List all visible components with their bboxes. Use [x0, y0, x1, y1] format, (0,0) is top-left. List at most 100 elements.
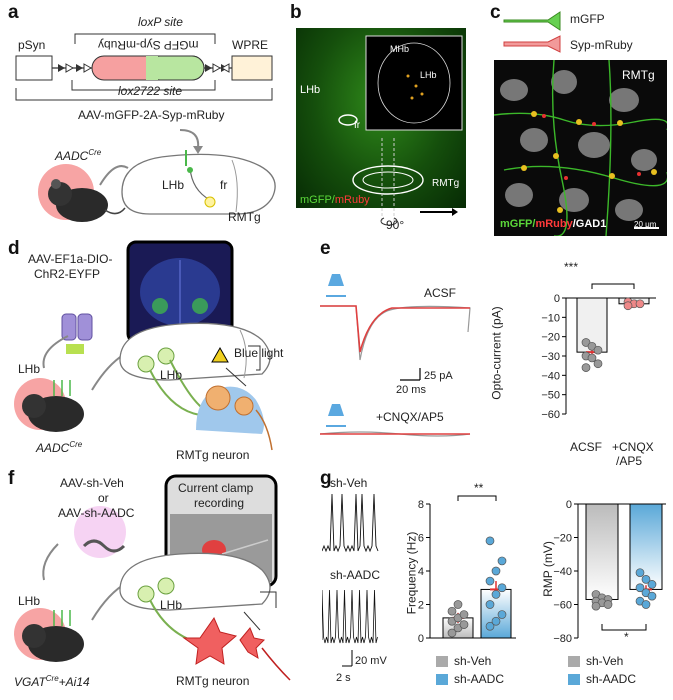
panel-label-a: a: [8, 2, 19, 23]
panel-label-d: d: [8, 238, 20, 259]
freq-ylabel: Frequency (Hz): [404, 531, 419, 615]
blue-light-label: Blue light: [234, 346, 284, 360]
e-traces: [320, 274, 471, 437]
data-point: [497, 610, 507, 619]
d-mouse-label: AADCCre: [36, 440, 83, 455]
data-point: [641, 600, 651, 609]
panel-label-f: f: [8, 468, 15, 489]
data-point: [641, 575, 651, 584]
lox2722-label: lox2722 site: [118, 84, 183, 98]
data-point: [603, 600, 613, 609]
y-tick-label: 0: [554, 293, 560, 305]
data-point: [453, 600, 463, 609]
f-neuron-label: RMTg neuron: [176, 674, 250, 688]
data-point: [491, 566, 501, 576]
y-tick-label: −50: [541, 390, 560, 402]
y-tick-label: 0: [566, 499, 572, 511]
data-point: [447, 606, 457, 616]
b-legend: mGFP/mRuby: [300, 194, 370, 206]
e-scale-ms: 20 ms: [396, 384, 426, 396]
rmtg-label: RMTg: [228, 210, 261, 224]
data-point: [497, 556, 507, 566]
y-tick-label: 6: [418, 533, 424, 545]
y-tick-label: −20: [553, 533, 572, 545]
f-lhb-left: LHb: [18, 594, 41, 608]
b-fr-label: fr: [354, 120, 361, 131]
data-point: [635, 583, 645, 593]
c-scale-label: 20 μm: [634, 220, 657, 229]
f-lhb-brain: LHb: [160, 598, 183, 612]
data-point: [591, 601, 601, 611]
y-tick-label: −10: [541, 312, 560, 324]
data-point: [593, 345, 603, 355]
y-tick-label: −60: [541, 409, 560, 421]
data-point: [491, 616, 501, 626]
psyn-label: pSyn: [18, 38, 46, 52]
f-virus2: AAV-sh-AADC: [58, 506, 135, 520]
d-lhb-brain: LHb: [160, 368, 183, 382]
mouse-label: AADCCre: [55, 148, 102, 163]
g-voltage-traces: [322, 493, 379, 667]
f-clamp1: Current clamp: [178, 481, 254, 495]
g-scale-s: 2 s: [336, 672, 351, 684]
data-point: [459, 610, 469, 619]
significance-bracket: [591, 283, 635, 289]
g-legend-aadc-2: sh-AADC: [586, 672, 637, 686]
g-legend-aadc-swatch-2: [568, 674, 580, 685]
data-point: [593, 359, 603, 369]
bar-sh-veh: [585, 503, 619, 600]
opto-current-chart: 0 −10 −20 −30 −40 −50 −60: [541, 283, 656, 421]
e-xcat-acsf: ACSF: [570, 440, 603, 454]
optogenetics-diagram: [14, 240, 273, 451]
trace-sh-aadc: [322, 589, 378, 644]
f-mouse-label: VGATCre+Ai14: [14, 674, 90, 689]
y-tick-label: −40: [541, 370, 560, 382]
g-legend-aadc-1: sh-AADC: [454, 672, 505, 686]
y-tick-label: −40: [553, 566, 572, 578]
panel-label-e: e: [320, 238, 331, 259]
knockdown-diagram: [14, 474, 291, 681]
b-rmtg-label: RMTg: [432, 178, 460, 189]
y-tick-label: 2: [418, 600, 424, 612]
wpre-label: WPRE: [232, 38, 268, 52]
y-tick-label: −30: [541, 351, 560, 363]
freq-sig: **: [474, 481, 484, 495]
g-legend-veh-swatch-1: [436, 656, 448, 667]
data-point: [447, 628, 457, 638]
d-virus-line1: AAV-EF1a-DIO-: [28, 252, 113, 266]
data-point: [491, 590, 501, 599]
y-tick-label: −80: [553, 633, 572, 645]
e-xcat-cnqx: +CNQX: [612, 440, 654, 454]
d-virus-line2: ChR2-EYFP: [34, 267, 101, 281]
g-legend-veh-swatch-2: [568, 656, 580, 667]
g-legend-aadc-swatch-1: [436, 674, 448, 685]
y-tick-label: −60: [553, 600, 572, 612]
data-point: [581, 363, 591, 372]
f-clamp2: recording: [194, 496, 245, 510]
rmp-ylabel: RMP (mV): [540, 541, 555, 597]
mgfp-syp-label: mGFP Syp-mRuby: [98, 38, 199, 52]
data-point: [587, 341, 597, 351]
panel-label-g: g: [320, 468, 332, 489]
y-tick-label: −20: [541, 332, 560, 344]
e-scale-pa: 25 pA: [424, 370, 453, 382]
data-point: [623, 301, 633, 311]
data-point: [485, 621, 495, 631]
fr-label: fr: [220, 178, 228, 192]
data-point: [647, 580, 657, 589]
g-legend-veh-2: sh-Veh: [586, 654, 624, 668]
y-tick-label: 4: [418, 566, 424, 578]
f-virus1: AAV-sh-Veh: [60, 476, 124, 490]
e-xcat-ap5: /AP5: [616, 454, 643, 468]
rmp-sig: *: [624, 630, 629, 644]
c-legend-mgfp: mGFP: [570, 12, 605, 26]
y-tick-label: 0: [418, 633, 424, 645]
b-lhb-label: LHb: [300, 84, 321, 96]
b-mhb-inset: MHb: [390, 44, 410, 54]
c-caption: mGFP/mRuby/GAD1: [500, 218, 607, 230]
significance-bracket: [601, 624, 647, 631]
data-point: [635, 568, 645, 578]
d-neuron-label: RMTg neuron: [176, 448, 250, 462]
y-tick-label: 8: [418, 499, 424, 511]
rmp-chart: 0 −20 −40 −60 −80: [553, 499, 666, 645]
